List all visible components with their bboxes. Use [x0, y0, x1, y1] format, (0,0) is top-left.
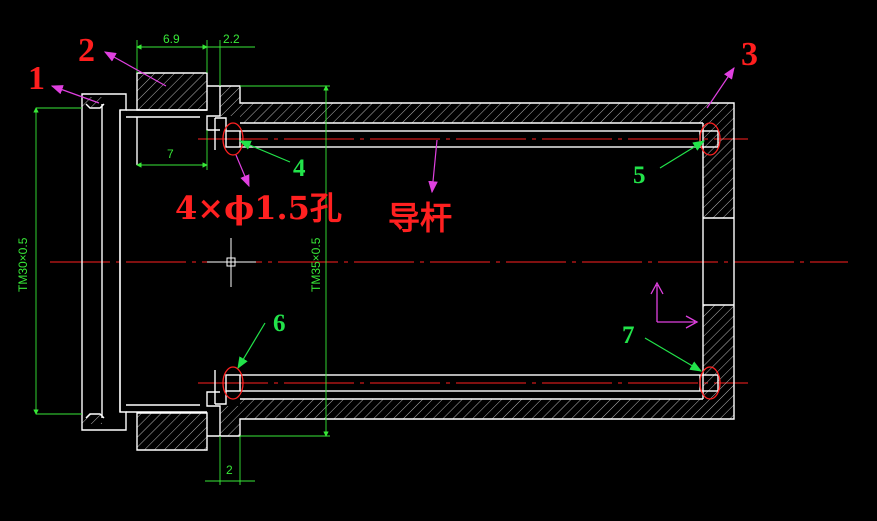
callout-1: 1 — [28, 60, 45, 97]
dim-2-2: 2.2 — [223, 32, 240, 46]
hole-marker-6 — [222, 366, 244, 400]
thread-dim-tm35: TM35×0.5 — [309, 237, 323, 292]
hole-marker-5 — [699, 122, 721, 156]
dim-2: 2 — [226, 463, 233, 477]
callout-5: 5 — [633, 162, 646, 189]
part-outlines — [81, 72, 735, 451]
dim-7: 7 — [167, 147, 174, 161]
holes-annotation: 4×ϕ1.5孔 — [175, 189, 342, 227]
center-crosshair — [207, 238, 256, 287]
callout-7: 7 — [622, 322, 635, 349]
hole-marker-7 — [699, 366, 721, 400]
hole-marker-4 — [222, 122, 244, 156]
callout-6: 6 — [273, 310, 286, 337]
guide-rod-annotation: 导杆 — [388, 199, 453, 237]
thread-dim-tm30: TM30×0.5 — [16, 237, 30, 292]
callout-2: 2 — [78, 32, 95, 69]
dimension-lines — [33, 40, 330, 485]
dim-6-9: 6.9 — [163, 32, 180, 46]
callout-4: 4 — [293, 155, 306, 182]
leaders-green — [237, 140, 706, 372]
leaders-magenta — [50, 51, 735, 194]
ucs-icon — [650, 281, 699, 329]
hole-markers — [222, 122, 721, 400]
callout-3: 3 — [741, 36, 758, 73]
